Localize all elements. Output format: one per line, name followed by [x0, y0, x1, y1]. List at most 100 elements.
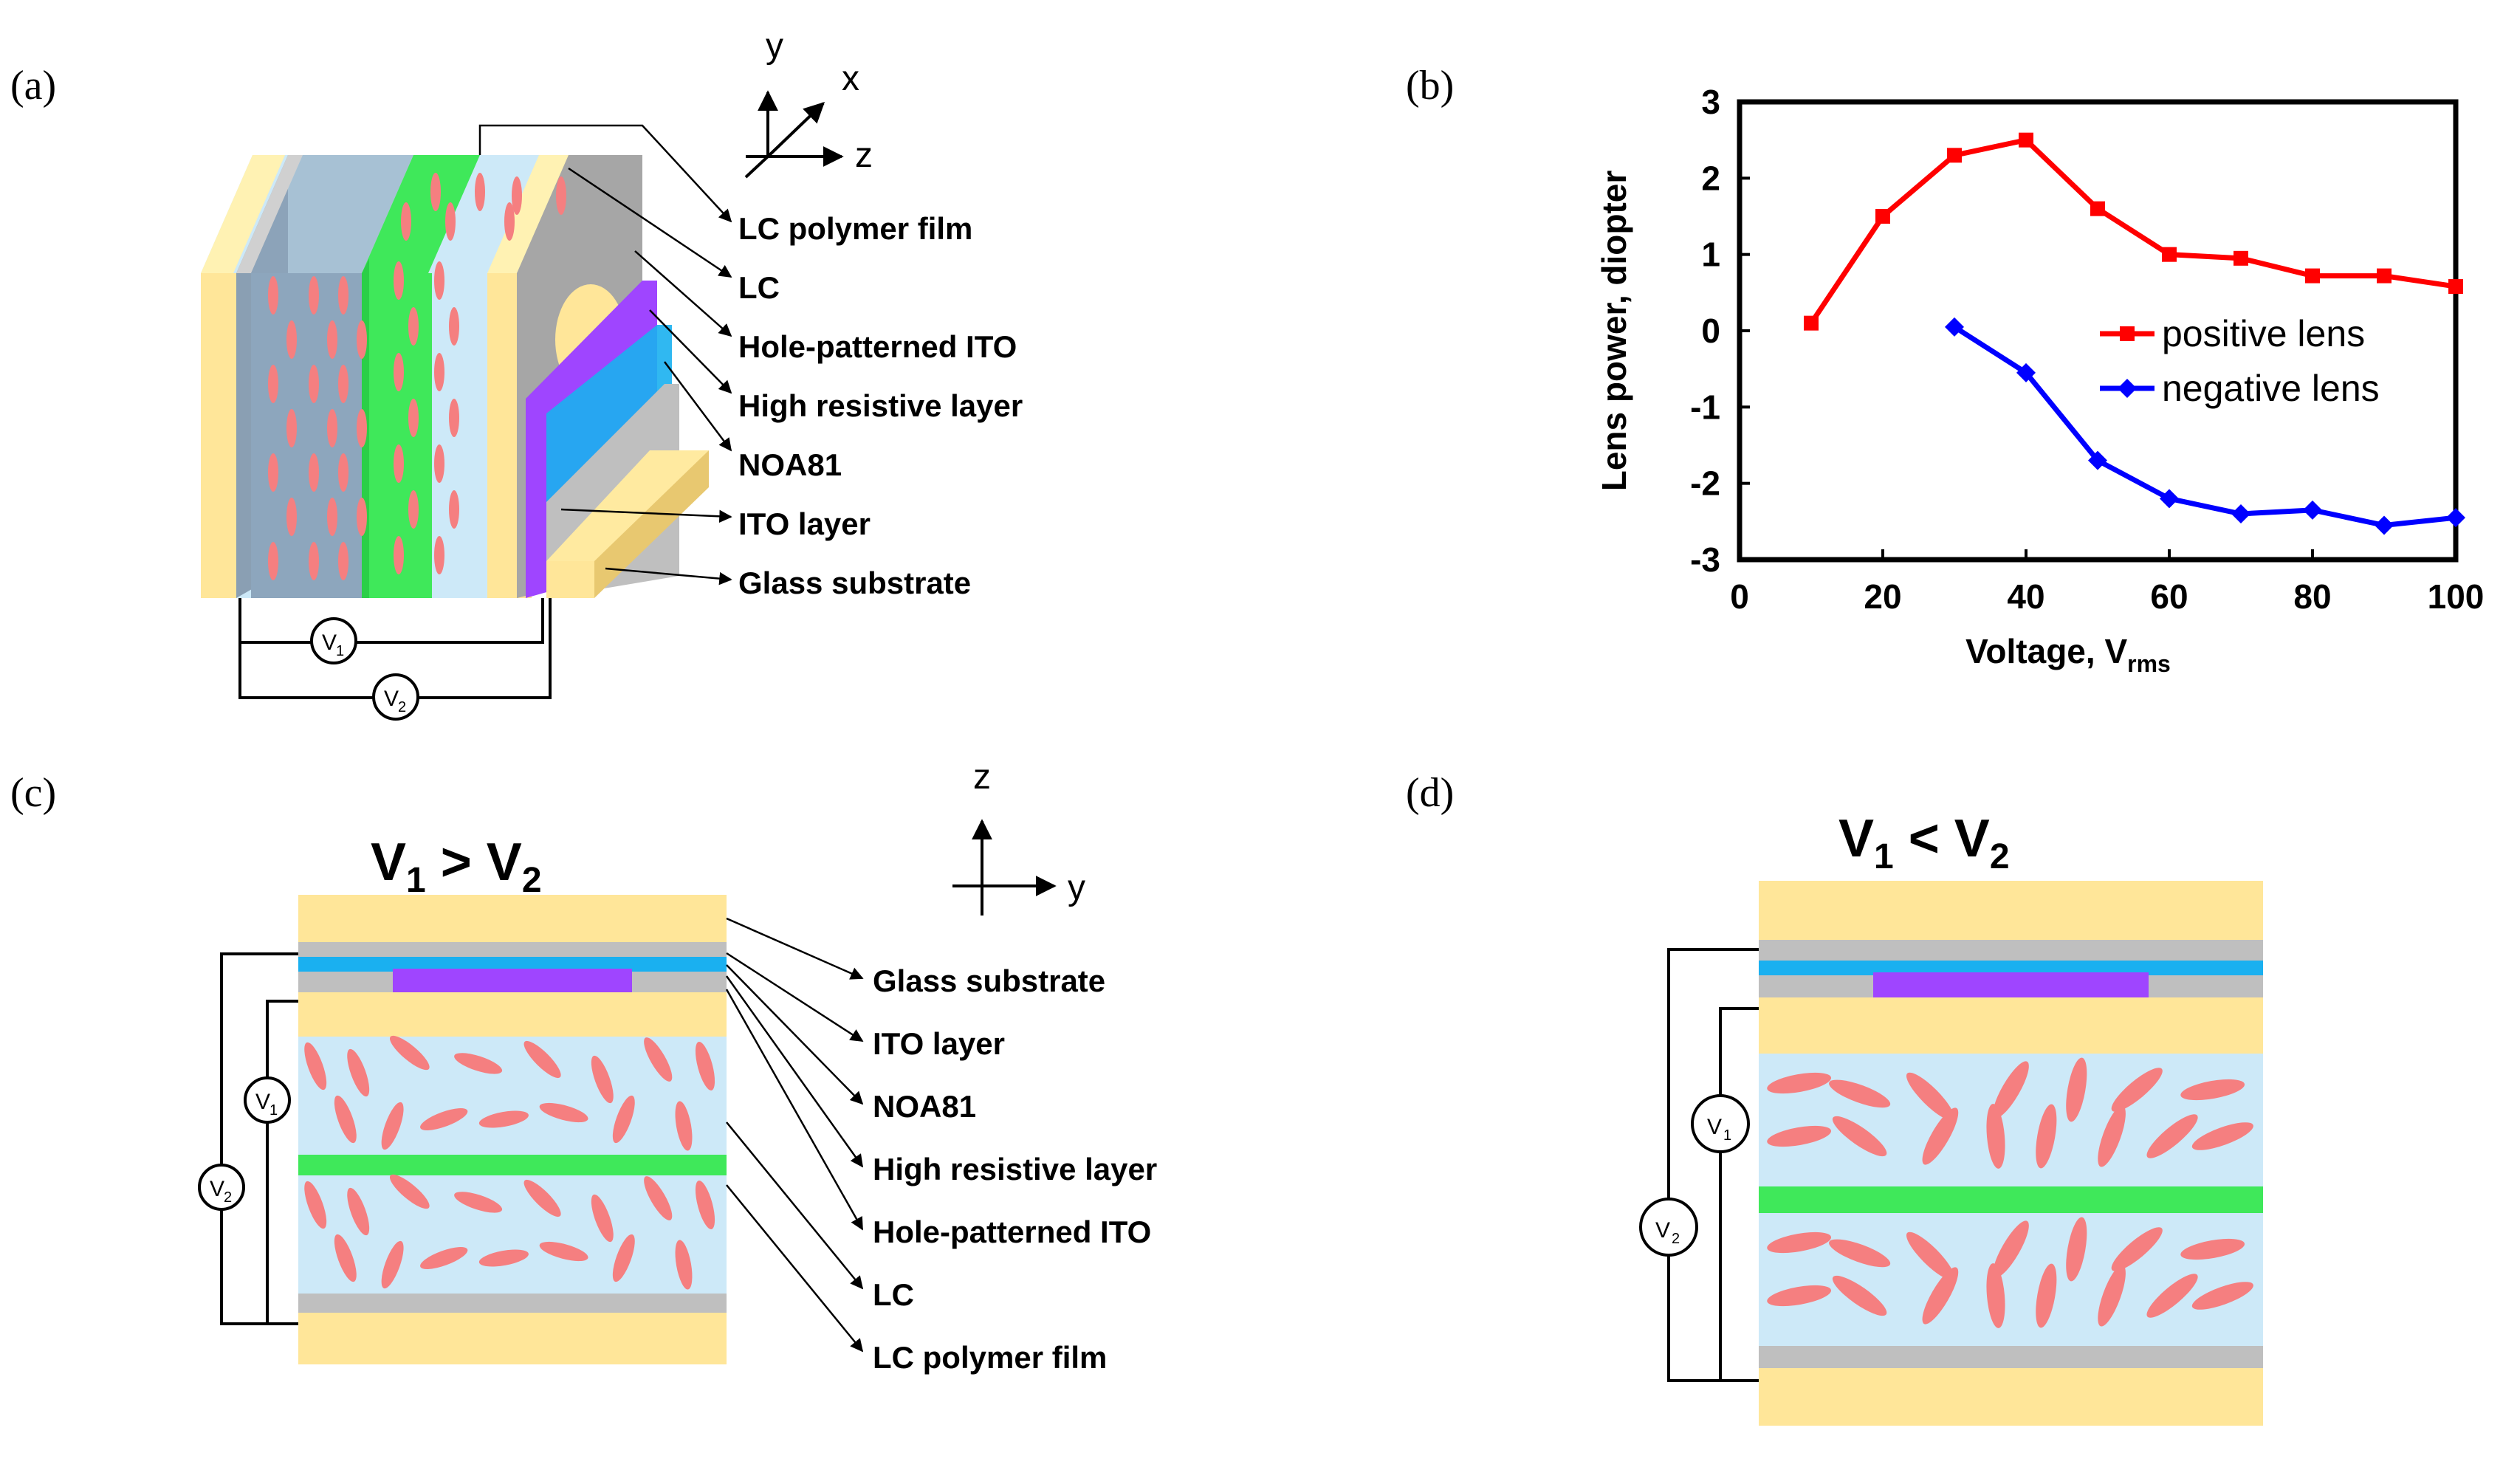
callout-label: LC polymer film	[873, 1340, 1107, 1375]
lc-molecule	[644, 1037, 673, 1082]
lc-molecule	[1832, 1116, 1887, 1157]
ito-layer-bottom	[298, 1294, 727, 1313]
lc-molecule	[268, 276, 278, 315]
glass-substrate-middle	[298, 992, 727, 1037]
lc-molecule	[539, 1102, 588, 1123]
x-axis-title: Voltage, Vrms	[1965, 632, 2171, 677]
lc-molecule	[1922, 1267, 1959, 1325]
lc-molecule	[1832, 1275, 1887, 1316]
x-tick-label: 80	[2293, 577, 2331, 616]
voltmeter-v1-d: V 1	[1691, 1094, 1750, 1153]
data-point	[2234, 250, 2248, 266]
lc-molecule	[2191, 1122, 2253, 1150]
lc-molecule	[309, 542, 319, 580]
lc-molecule	[381, 1102, 404, 1150]
lc-molecule	[394, 261, 404, 300]
lc-molecule	[2098, 1265, 2126, 1327]
lc-molecule	[357, 498, 367, 536]
lc-molecule	[381, 1240, 404, 1289]
lc-molecule	[1993, 1061, 2029, 1119]
lc-molecule	[454, 1192, 503, 1213]
lc-molecule	[2180, 1079, 2245, 1101]
lc-molecule	[434, 353, 444, 391]
legend-label: negative lens	[2162, 368, 2380, 409]
lc-molecule	[268, 453, 278, 492]
lc-molecule	[434, 536, 444, 574]
lc-molecules-a	[268, 173, 566, 580]
data-point	[2377, 268, 2392, 284]
panel-label-b: (b)	[1406, 63, 1454, 109]
lc-molecule	[357, 409, 367, 447]
lc-molecule	[454, 1053, 503, 1074]
axes-zy-icon	[952, 819, 1057, 916]
panel-label-d: (d)	[1406, 770, 1454, 816]
svg-text:V: V	[255, 1090, 270, 1114]
lc-molecule	[2036, 1104, 2057, 1169]
lc-molecule	[644, 1176, 673, 1220]
data-point	[2303, 500, 2322, 520]
axis-label-x: x	[842, 59, 859, 98]
lc-molecule	[2098, 1105, 2126, 1167]
lc-molecule	[338, 365, 349, 403]
circuit-d	[1667, 948, 1759, 1382]
callout-label: High resistive layer	[873, 1152, 1157, 1186]
lc-molecule	[1906, 1231, 1954, 1280]
lc-molecule	[389, 1174, 430, 1209]
callout-label: LC	[738, 270, 780, 305]
x-tick-label: 100	[2428, 577, 2485, 616]
y-tick-label: 3	[1701, 83, 1720, 121]
series-line-1	[1953, 324, 2456, 529]
lc-molecule	[449, 399, 459, 437]
lc-molecule	[2180, 1238, 2245, 1260]
voltmeter-v2-a: V 2	[372, 673, 419, 721]
svg-text:1: 1	[336, 643, 344, 659]
glass-1-top	[201, 155, 285, 273]
lc-molecule	[430, 173, 441, 211]
axis-label-y-c: y	[1068, 868, 1085, 907]
svg-text:1: 1	[269, 1102, 278, 1119]
data-point	[2305, 268, 2320, 284]
lc-molecule	[394, 353, 404, 391]
callout-label: Hole-patterned ITO	[738, 329, 1017, 364]
ito-layer-bottom	[1759, 1346, 2263, 1368]
lc-molecule	[695, 1042, 715, 1090]
svg-text:V: V	[322, 631, 337, 655]
lc-molecule	[389, 1035, 430, 1071]
lc-molecule	[1767, 1231, 1832, 1254]
callout-label: NOA81	[873, 1089, 976, 1124]
glass-substrate-top	[298, 895, 727, 942]
glass-1	[201, 273, 236, 598]
y-tick-label: 0	[1701, 312, 1720, 350]
lc-molecule	[512, 176, 522, 215]
lc-molecule	[268, 365, 278, 403]
callout-leaders-c	[725, 917, 864, 1353]
lc-molecule	[408, 399, 419, 437]
callout-label: LC polymer film	[738, 211, 972, 246]
axes-xyz-icon	[744, 90, 844, 179]
lc-molecule	[408, 490, 419, 529]
data-point	[2375, 515, 2394, 535]
data-point	[2016, 363, 2036, 382]
svg-text:V: V	[1655, 1218, 1670, 1243]
series-line-0	[1809, 137, 2456, 325]
ito-layer	[1759, 940, 2263, 961]
data-point	[2088, 450, 2107, 470]
voltmeter-v2-d: V 2	[1639, 1198, 1698, 1257]
data-point	[2160, 489, 2179, 509]
y-tick-label: 1	[1701, 236, 1720, 274]
panel-label-c: (c)	[10, 770, 56, 816]
panel-d-device: V1 < V2 V 1 V 2	[1639, 809, 2263, 1426]
noa81-layer	[1759, 961, 2263, 975]
lc-molecule	[394, 444, 404, 483]
lc-molecule	[309, 276, 319, 315]
layer-stack-d	[1759, 881, 2263, 1426]
lc-molecule	[539, 1241, 588, 1262]
glass-substrate-top	[1759, 881, 2263, 940]
lc-molecule	[556, 176, 566, 215]
svg-text:V1 < V2: V1 < V2	[1838, 809, 2010, 876]
lc-molecule	[286, 498, 297, 536]
lc-molecule	[286, 320, 297, 359]
lc-molecule	[394, 536, 404, 574]
lc-molecule	[268, 542, 278, 580]
